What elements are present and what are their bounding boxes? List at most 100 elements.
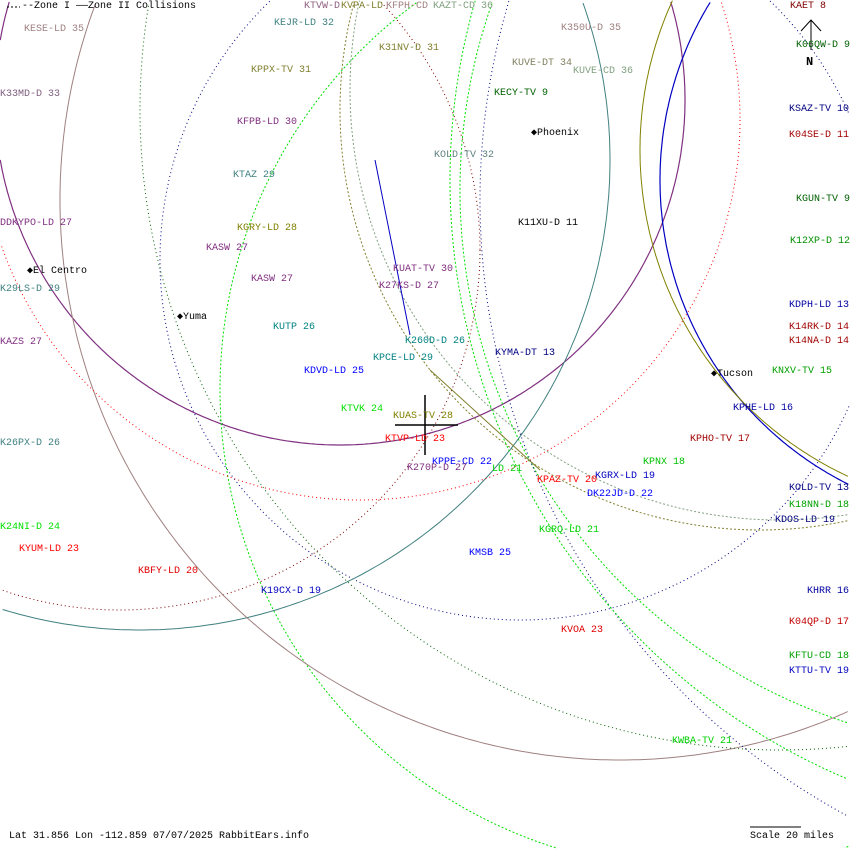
city-tucson[interactable]: ◆Tucson [711,369,754,380]
station-label[interactable]: KUAT-TV 30 [393,264,454,275]
station-label[interactable]: KYUM-LD 23 [19,544,80,555]
station-label[interactable]: KAET 8 [790,1,827,12]
station-label[interactable]: K14NA-D 14 [789,336,850,347]
scale-label: Scale 20 miles [750,831,835,842]
station-label[interactable]: KASW 27 [251,274,294,285]
station-label[interactable]: KFPB-LD 30 [237,117,298,128]
city-yuma[interactable]: ◆Yuma [177,312,208,323]
station-label[interactable]: K04QP-D 17 [789,617,850,628]
station-label[interactable]: KNXV-TV 15 [772,366,833,377]
station-label[interactable]: KDVD-LD 25 [304,366,365,377]
station-label[interactable]: K04SE-D 11 [789,130,850,141]
station-label[interactable]: KVPA-LD [341,1,384,12]
station-label[interactable]: K29LS-D 29 [0,284,61,295]
contour-arc [844,846,849,849]
station-label[interactable]: KPPX-TV 31 [251,65,312,76]
station-label[interactable]: KASW 27 [206,243,249,254]
station-label[interactable]: KVOA 23 [561,625,604,636]
station-label[interactable]: KOLD-TV 32 [434,150,495,161]
station-label[interactable]: KOLD-TV 13 [789,483,850,494]
station-label[interactable]: KUVE-CD 36 [573,66,634,77]
station-label[interactable]: KUTP 26 [273,322,316,333]
station-label[interactable]: KEJR-LD 32 [274,18,335,29]
station-label[interactable]: KPPE-CD 22 [432,457,493,468]
city-label: Tucson [717,369,754,380]
station-label[interactable]: K350U-D 35 [561,23,622,34]
station-label[interactable]: K11XU-D 11 [518,218,579,229]
station-label[interactable]: KHRR 16 [807,586,850,597]
station-label[interactable]: KTVW-D [304,1,341,12]
contour-arc [139,4,847,751]
station-label[interactable]: KUAS-TV 28 [393,411,454,422]
contour-arc [0,120,741,501]
station-label[interactable]: KUVE-DT 34 [512,58,573,69]
station-label[interactable]: KBFY-LD 20 [138,566,199,577]
station-label[interactable]: K260D-D 26 [405,336,466,347]
station-label[interactable]: KPHO-TV 17 [690,434,751,445]
station-label[interactable]: KGRX-LD 19 [595,471,656,482]
contour-arc [59,3,849,761]
station-label[interactable]: KDPH-LD 13 [789,300,850,311]
contour-arc [0,100,686,446]
legend-zone-2: ——Zone II Collisions [76,1,197,12]
contour-arc [639,0,849,477]
station-label[interactable]: DK22JD-D 22 [587,489,654,500]
city-label: Yuma [183,312,208,323]
station-label[interactable]: KPAZ-TV 20 [537,475,598,486]
station-label[interactable]: KMSB 25 [469,548,512,559]
north-arrow-head [800,19,822,32]
station-label[interactable]: KAZT-CD 36 [433,1,494,12]
station-label[interactable]: KWBA-TV 21 [672,736,733,747]
contour-arc [374,159,411,336]
station-label[interactable]: LD 21 [492,464,523,475]
station-label[interactable]: KSAZ-TV 10 [789,104,850,115]
city-el-centro[interactable]: ◆El Centro [27,266,88,277]
station-label[interactable]: K14RK-D 14 [789,322,850,333]
station-label[interactable]: K12XP-D 12 [790,236,850,247]
location-readout: Lat 31.856 Lon -112.859 07/07/2025 Rabbi… [9,831,310,842]
station-label[interactable]: KAZS 27 [0,337,43,348]
station-label[interactable]: K24NI-D 24 [0,522,61,533]
contour-arc [459,2,848,724]
station-label[interactable]: KPHE-LD 16 [733,403,794,414]
station-label[interactable]: KGUN-TV 9 [796,194,850,205]
station-label[interactable]: KFTU-CD 18 [789,651,850,662]
city-label: El Centro [33,266,88,277]
station-label[interactable]: KPCE-LD 29 [373,353,434,364]
legend-zone-1: --Zone I [22,1,71,12]
station-label[interactable]: KGRQ-LD 21 [539,525,600,536]
city-label: Phoenix [537,128,580,139]
city-phoenix[interactable]: ◆Phoenix [531,128,580,139]
north-label: N [806,55,814,69]
contour-arc [429,369,541,471]
station-label[interactable]: KYMA-DT 13 [495,348,556,359]
station-label[interactable]: KTVK 24 [341,404,384,415]
station-label[interactable]: KFPH-CD [386,1,429,12]
station-label[interactable]: K27KS-D 27 [379,281,440,292]
station-label[interactable]: DDKYPO-LD 27 [0,218,73,229]
station-label[interactable]: K18NN-D 18 [789,500,850,511]
station-label[interactable]: KGRY-LD 28 [237,223,298,234]
contour-arc [2,160,611,631]
station-label[interactable]: K26PX-D 26 [0,438,61,449]
station-label[interactable]: KDOS-LD 19 [775,515,836,526]
contour-arc [582,2,611,160]
contour-arc [449,0,847,779]
station-label[interactable]: KPNX 18 [643,457,686,468]
station-label[interactable]: KESE-LD 35 [24,24,85,35]
station-label[interactable]: K33MD-D 33 [0,89,61,100]
station-label[interactable]: KTAZ 29 [233,170,276,181]
contour-arc [380,1,481,250]
station-label[interactable]: KECY-TV 9 [494,88,549,99]
station-label[interactable]: K19CX-D 19 [261,586,322,597]
station-label[interactable]: K270P-D 27 [407,463,468,474]
contour-arc [479,1,847,816]
station-label[interactable]: KTTU-TV 19 [789,666,850,677]
station-label[interactable]: KTVP-LD 23 [385,434,446,445]
station-label[interactable]: K31NV-D 31 [379,43,440,54]
contour-arc [219,1,556,849]
station-label[interactable]: K06QW-D 9 [796,40,850,51]
